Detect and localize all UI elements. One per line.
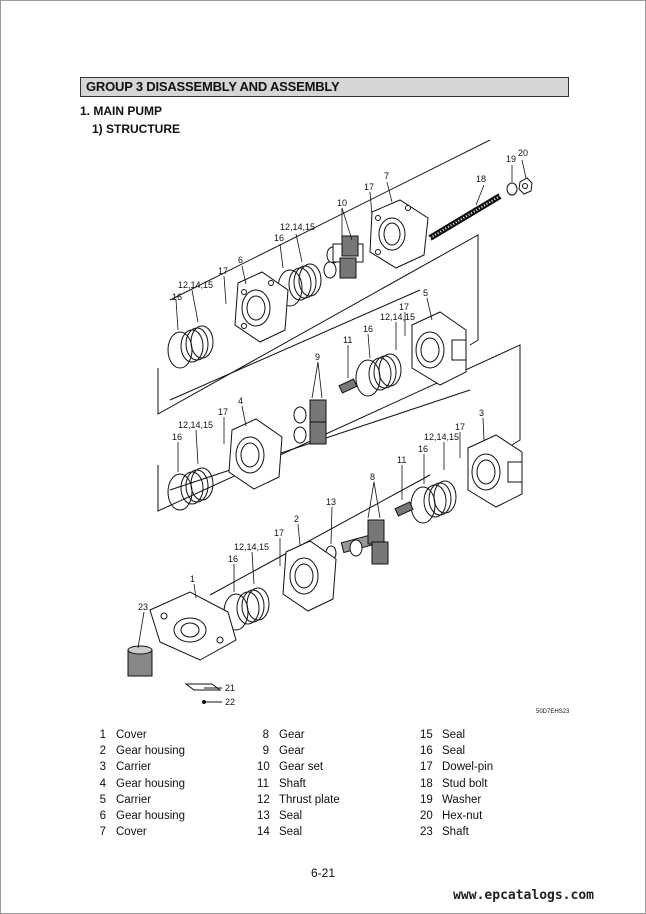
seal-group-1	[277, 263, 322, 307]
seal-group-4	[167, 467, 214, 511]
callout-17a: 17	[364, 182, 374, 192]
callout-16a: 16	[274, 233, 284, 243]
cover-7	[369, 199, 429, 269]
callout-16d: 16	[172, 432, 182, 442]
callout-2: 2	[294, 514, 299, 524]
seal-group-5	[410, 480, 457, 524]
plate-21-22	[184, 683, 222, 704]
callout-17f: 17	[274, 528, 284, 538]
shaft-11-bottom	[394, 501, 414, 517]
gear-set-10	[323, 235, 364, 279]
shaft-11-top	[338, 378, 358, 394]
seal-group-3	[355, 353, 402, 397]
callout-7: 7	[384, 171, 389, 181]
callout-17b: 17	[218, 266, 228, 276]
gear-9	[293, 399, 327, 445]
callout-17c: 17	[399, 302, 409, 312]
gear-8	[340, 519, 389, 565]
carrier-3	[467, 434, 523, 508]
gear-housing-6	[234, 271, 289, 343]
callout-23: 23	[138, 602, 148, 612]
callout-group-1: 12,14,15	[280, 222, 315, 232]
callout-20: 20	[518, 148, 528, 158]
callout-3: 3	[479, 408, 484, 418]
callout-17e: 17	[455, 422, 465, 432]
callout-11a: 11	[343, 335, 352, 345]
callout-4: 4	[238, 396, 243, 406]
cover-1	[149, 591, 237, 661]
callout-group-5: 12,14,15	[424, 432, 459, 442]
axis-line-2	[169, 289, 421, 401]
stud-bolt-18	[428, 193, 502, 241]
group-title: GROUP 3 DISASSEMBLY AND ASSEMBLY	[86, 79, 340, 94]
washer-19	[506, 182, 518, 196]
watermark: www.epcatalogs.com	[453, 888, 594, 903]
subsection-title: 1) STRUCTURE	[92, 122, 181, 136]
callout-19: 19	[506, 154, 516, 164]
shaft-23	[127, 645, 153, 677]
gear-housing-4	[228, 418, 283, 490]
callout-11b: 11	[397, 455, 406, 465]
callout-8: 8	[370, 472, 375, 482]
exploded-view-diagram: 20 19 18 7 17 10 12,14,15 16 6 17 12,14,…	[127, 140, 570, 715]
section-title: 1. MAIN PUMP	[80, 104, 163, 118]
page-number: 6-21	[310, 866, 336, 880]
callout-18: 18	[476, 174, 486, 184]
callout-16f: 16	[228, 554, 238, 564]
callout-16c: 16	[363, 324, 373, 334]
group-title-bar: GROUP 3 DISASSEMBLY AND ASSEMBLY	[80, 77, 569, 97]
leader-lines	[137, 159, 527, 649]
figure-code: 50D7EHS23	[536, 709, 570, 715]
callout-17d: 17	[218, 407, 228, 417]
callout-22: 22	[225, 697, 235, 707]
callout-13: 13	[326, 497, 336, 507]
seal-group-2	[167, 325, 214, 369]
callout-16b: 16	[172, 292, 182, 302]
callout-group-6: 12,14,15	[234, 542, 269, 552]
callout-group-4: 12,14,15	[178, 420, 213, 430]
carrier-5	[411, 311, 467, 386]
gear-housing-2	[282, 540, 337, 612]
callout-6: 6	[238, 255, 243, 265]
callout-group-2: 12,14,15	[178, 280, 213, 290]
callout-5: 5	[423, 288, 428, 298]
callout-16e: 16	[418, 444, 428, 454]
callout-21: 21	[225, 683, 235, 693]
callout-9: 9	[315, 352, 320, 362]
assembly-line-middle	[157, 344, 521, 512]
axis-line-top	[169, 140, 492, 301]
callout-1: 1	[190, 574, 195, 584]
assembly-line-top	[157, 234, 479, 415]
hex-nut-20	[518, 177, 533, 195]
callout-10: 10	[337, 198, 347, 208]
callout-group-3: 12,14,15	[380, 312, 415, 322]
axis-line-4	[209, 474, 431, 596]
